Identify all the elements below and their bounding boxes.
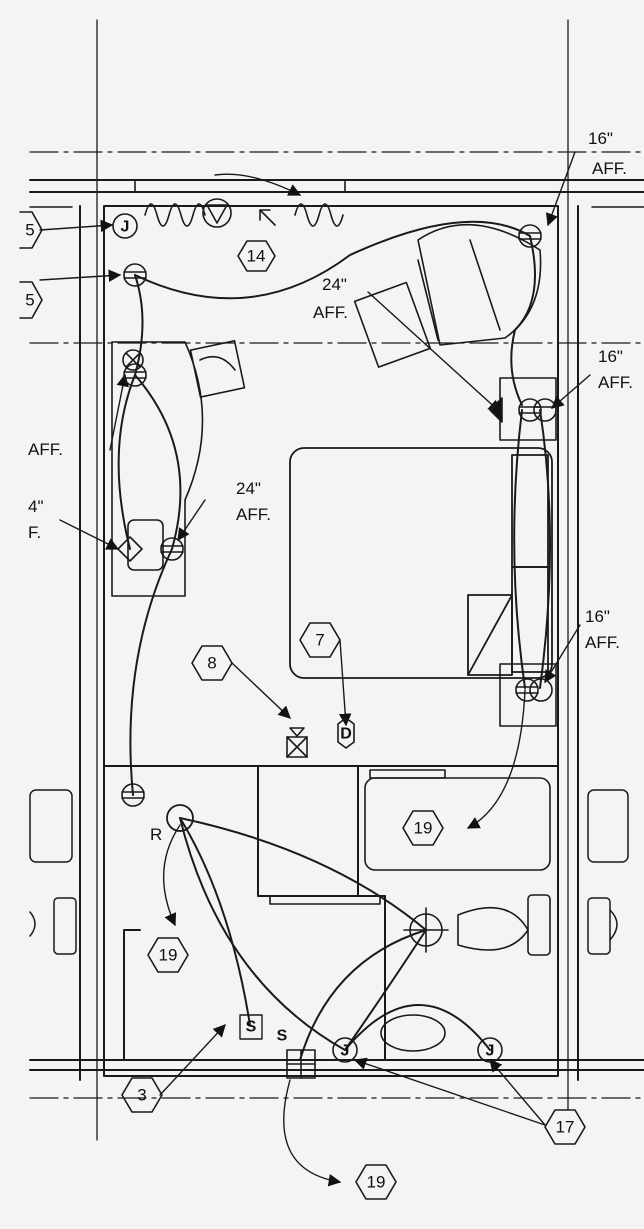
tag-8: 8	[191, 645, 233, 681]
receptacle-7	[121, 783, 145, 807]
junction-box-1: J	[112, 213, 138, 239]
svg-text:7: 7	[315, 631, 324, 650]
heater-unit	[134, 179, 346, 227]
tag-19-left: 19	[147, 937, 189, 973]
bed	[289, 447, 553, 679]
bathroom-fixtures	[269, 769, 551, 1052]
label-16aff-low: 16" AFF.	[585, 607, 620, 652]
receptacle-6	[515, 678, 553, 702]
desk	[111, 339, 246, 597]
receptacle-2	[518, 224, 542, 248]
svg-text:S: S	[277, 1028, 288, 1045]
svg-text:4": 4"	[28, 497, 44, 516]
svg-text:S: S	[246, 1019, 257, 1036]
tag-14: 14	[237, 240, 276, 272]
svg-text:R: R	[150, 825, 162, 844]
svg-text:D: D	[340, 726, 352, 743]
tag-5-top-partial: 5	[19, 211, 43, 249]
grid-lines	[29, 19, 644, 1141]
leaders	[39, 151, 591, 1187]
junction-box-2: J	[332, 1037, 358, 1063]
svg-text:5: 5	[25, 221, 34, 240]
bath-light	[403, 907, 449, 953]
svg-text:16": 16"	[588, 129, 613, 148]
tag-3: 3	[121, 1077, 163, 1113]
label-aff-left: AFF.	[28, 440, 63, 459]
svg-text:17: 17	[556, 1118, 575, 1137]
label-r: R	[150, 825, 162, 844]
tag-19-tub: 19	[402, 810, 444, 846]
thermostat-valve	[202, 198, 232, 228]
wiring	[117, 220, 551, 1061]
combo-device-8	[286, 727, 308, 758]
duct-detector: D	[337, 717, 355, 749]
svg-text:5: 5	[25, 291, 34, 310]
svg-text:19: 19	[159, 946, 178, 965]
svg-text:24": 24"	[322, 275, 347, 294]
svg-text:19: 19	[367, 1173, 386, 1192]
svg-text:AFF.: AFF.	[28, 440, 63, 459]
label-24aff-desk: 24" AFF.	[236, 479, 271, 524]
svg-text:J: J	[341, 1043, 350, 1060]
tag-17: 17	[544, 1109, 586, 1145]
adjacent-fixtures	[29, 206, 644, 955]
tag-19-bottom: 19	[355, 1164, 397, 1200]
svg-text:AFF.: AFF.	[592, 159, 627, 178]
exhaust-fan	[286, 1049, 316, 1079]
svg-text:AFF.: AFF.	[598, 373, 633, 392]
svg-text:AFF.: AFF.	[236, 505, 271, 524]
receptacle-3	[122, 349, 147, 387]
svg-text:24": 24"	[236, 479, 261, 498]
label-16aff-mid: 16" AFF.	[598, 347, 633, 392]
label-aff-partial: 4" F.	[28, 497, 44, 542]
receptacle-4	[117, 536, 184, 562]
junction-box-3: J	[477, 1037, 503, 1063]
svg-text:19: 19	[414, 819, 433, 838]
tag-5-mid-partial: 5	[19, 281, 43, 319]
ceiling-light-r	[166, 804, 194, 832]
svg-text:3: 3	[137, 1086, 146, 1105]
svg-text:14: 14	[247, 247, 266, 266]
label-16aff-top: 16" AFF.	[588, 129, 627, 178]
switch-1: S	[239, 1014, 263, 1040]
tag-7: 7	[299, 622, 341, 658]
receptacle-1	[123, 263, 147, 287]
svg-text:AFF.: AFF.	[585, 633, 620, 652]
receptacle-5	[489, 397, 557, 423]
label-24aff-chair: 24" AFF.	[313, 275, 348, 322]
svg-text:16": 16"	[585, 607, 610, 626]
svg-text:F.: F.	[28, 523, 41, 542]
svg-text:AFF.: AFF.	[313, 303, 348, 322]
switch-2: S	[277, 1028, 288, 1045]
svg-text:16": 16"	[598, 347, 623, 366]
svg-text:J: J	[121, 219, 130, 236]
svg-text:J: J	[486, 1043, 495, 1060]
svg-text:8: 8	[207, 654, 216, 673]
